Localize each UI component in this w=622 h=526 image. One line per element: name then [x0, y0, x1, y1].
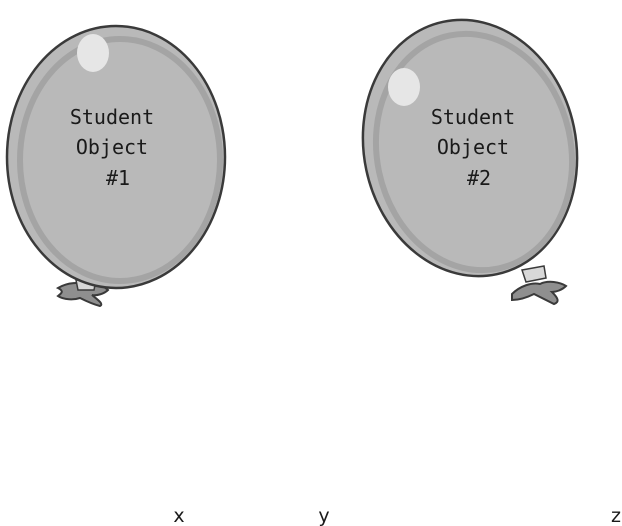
balloon-2-line1: Student	[431, 105, 515, 129]
balloon-2-line3: #2	[467, 166, 491, 190]
variable-label-x: x	[173, 505, 184, 526]
balloon-1-line1: Student	[70, 105, 154, 129]
balloon-2-neck	[522, 266, 546, 282]
balloon-student-object-2: Student Object #2	[339, 0, 600, 304]
balloon-1-line3: #1	[106, 166, 130, 190]
variable-label-y: y	[318, 505, 329, 526]
variable-label-z: z	[611, 505, 621, 526]
balloon-2-highlight	[388, 68, 420, 106]
balloon-1-line2: Object	[76, 135, 148, 159]
balloon-2-tie	[512, 282, 566, 304]
balloon-1-highlight	[77, 34, 109, 72]
balloon-student-object-1: Student Object #1	[7, 26, 225, 306]
balloon-2-line2: Object	[437, 135, 509, 159]
